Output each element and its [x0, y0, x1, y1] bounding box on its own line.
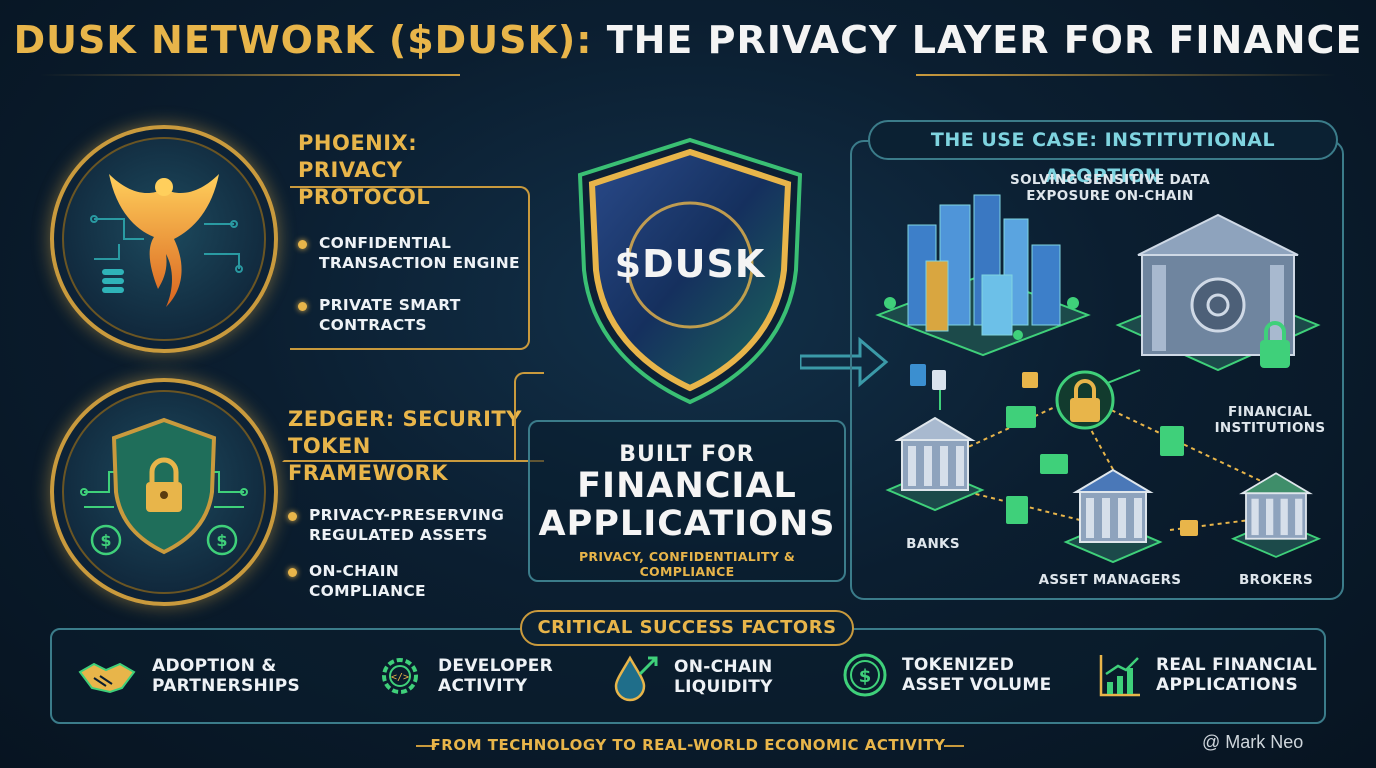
use-case-subtitle: SOLVING SENSITIVE DATA EXPOSURE ON-CHAIN	[990, 172, 1230, 204]
svg-text:$: $	[216, 531, 227, 550]
financial-institutions-line2: INSTITUTIONS	[1214, 420, 1326, 436]
banks-label: BANKS	[906, 536, 960, 552]
built-line1: BUILT FOR	[619, 442, 755, 467]
zedger-connector	[514, 372, 544, 462]
title-rule-left	[40, 74, 460, 76]
footer-tagline: FROM TECHNOLOGY TO REAL-WORLD ECONOMIC A…	[430, 736, 946, 754]
bullet-dot	[288, 568, 297, 577]
liquidity-drop-icon	[614, 655, 658, 702]
svg-text:$: $	[100, 531, 111, 550]
built-line2: FINANCIAL	[577, 466, 797, 506]
phoenix-bullet-2: PRIVATE SMART CONTRACTS	[298, 295, 528, 335]
zedger-heading-line2: TOKEN FRAMEWORK	[288, 434, 448, 485]
page-title: DUSK NETWORK ($DUSK): THE PRIVACY LAYER …	[0, 18, 1376, 62]
brokers-label: BROKERS	[1238, 572, 1314, 588]
watermark: @ Mark Neo	[1202, 732, 1304, 752]
phoenix-connector	[290, 186, 530, 350]
factor-tokenized-line1: TOKENIZED	[902, 655, 1015, 675]
factor-adoption-line2: PARTNERSHIPS	[152, 676, 301, 696]
title-rule-right	[916, 74, 1336, 76]
factor-real-apps-line1: REAL FINANCIAL	[1156, 655, 1318, 675]
bullet-dot	[298, 302, 307, 311]
svg-text:</>: </>	[391, 672, 409, 683]
zedger-section: ZEDGER: SECURITY TOKEN FRAMEWORK PRIVACY…	[288, 406, 528, 601]
handshake-icon	[78, 662, 136, 694]
phoenix-bullet-1-line1: CONFIDENTIAL	[319, 234, 452, 252]
phoenix-bullet-1-line2: TRANSACTION ENGINE	[319, 254, 520, 272]
svg-text:$: $	[859, 666, 872, 687]
zedger-bullet-2-line1: ON-CHAIN	[309, 562, 400, 580]
coin-icon: $	[843, 653, 887, 697]
built-subtitle: PRIVACY, CONFIDENTIALITY & COMPLIANCE	[578, 549, 796, 579]
zedger-bullet-1-line2: REGULATED ASSETS	[309, 526, 488, 544]
use-case-subtitle-line1: SOLVING SENSITIVE DATA	[1010, 172, 1210, 188]
use-case-title: THE USE CASE: INSTITUTIONAL ADOPTION	[868, 120, 1338, 187]
phoenix-heading-line1: PHOENIX:	[298, 131, 418, 155]
zedger-emblem: $ $	[50, 378, 278, 606]
title-part-2: THE PRIVACY LAYER FOR FINANCE	[606, 18, 1363, 62]
factor-tokenized-line2: ASSET VOLUME	[902, 675, 1052, 695]
bullet-dot	[288, 512, 297, 521]
financial-institutions-line1: FINANCIAL	[1228, 404, 1312, 420]
factor-adoption-line1: ADOPTION &	[152, 656, 277, 676]
factor-adoption: ADOPTION &PARTNERSHIPS	[76, 652, 300, 700]
phoenix-section: PHOENIX: PRIVACY PROTOCOL CONFIDENTIAL TR…	[298, 130, 528, 335]
growth-chart-icon	[1099, 655, 1140, 697]
zedger-bullet-1-line1: PRIVACY-PRESERVING	[309, 506, 505, 524]
factor-developer-line2: ACTIVITY	[438, 676, 528, 696]
zedger-bullet-1: PRIVACY-PRESERVING REGULATED ASSETS	[288, 505, 528, 545]
lock-shield-icon: $ $	[80, 417, 248, 556]
bank-icon	[885, 416, 985, 512]
built-line3: APPLICATIONS	[538, 504, 836, 544]
phoenix-heading-line2: PRIVACY PROTOCOL	[298, 158, 431, 209]
dusk-label-text: $DUSK	[614, 242, 766, 286]
zedger-heading-line1: ZEDGER: SECURITY	[288, 407, 522, 431]
asset-manager-icon	[1063, 468, 1163, 564]
title-part-1: DUSK NETWORK ($DUSK):	[13, 18, 593, 62]
dusk-shield-icon	[577, 137, 803, 405]
factor-liquidity-line2: LIQUIDITY	[674, 677, 773, 697]
zedger-connector-bottom	[282, 372, 544, 462]
factor-liquidity-line1: ON-CHAIN	[674, 657, 773, 677]
phoenix-bullet-1: CONFIDENTIAL TRANSACTION ENGINE	[298, 233, 528, 273]
use-case-subtitle-line2: EXPOSURE ON-CHAIN	[1026, 188, 1194, 204]
network-flow-diagram	[910, 364, 1281, 536]
city-icon	[875, 194, 1091, 357]
zedger-bullet-2: ON-CHAIN COMPLIANCE	[288, 561, 528, 601]
phoenix-icon	[90, 174, 243, 307]
arrow-right-icon	[800, 336, 889, 388]
code-gear-icon: </>	[382, 658, 418, 694]
broker-icon	[1230, 472, 1322, 558]
phoenix-bullet-2-line1: PRIVATE SMART	[319, 296, 461, 314]
phoenix-emblem	[50, 125, 278, 353]
built-for-box: BUILT FOR FINANCIAL APPLICATIONS PRIVACY…	[528, 420, 846, 582]
financial-institution-icon	[1115, 213, 1321, 372]
factor-developer-line1: DEVELOPER	[438, 656, 554, 676]
financial-institutions-label: FINANCIAL INSTITUTIONS	[1210, 404, 1330, 436]
bullet-dot	[298, 240, 307, 249]
dusk-shield-label: $DUSK	[560, 242, 820, 286]
asset-managers-label: ASSET MANAGERS	[1038, 572, 1182, 588]
factor-real-apps-line2: APPLICATIONS	[1156, 675, 1298, 695]
critical-factors-title: CRITICAL SUCCESS FACTORS	[520, 610, 854, 646]
phoenix-bullet-2-line2: CONTRACTS	[319, 316, 427, 334]
zedger-bullet-2-line2: COMPLIANCE	[309, 582, 426, 600]
footer-rule-right	[944, 745, 964, 747]
footer-rule-left	[416, 745, 436, 747]
